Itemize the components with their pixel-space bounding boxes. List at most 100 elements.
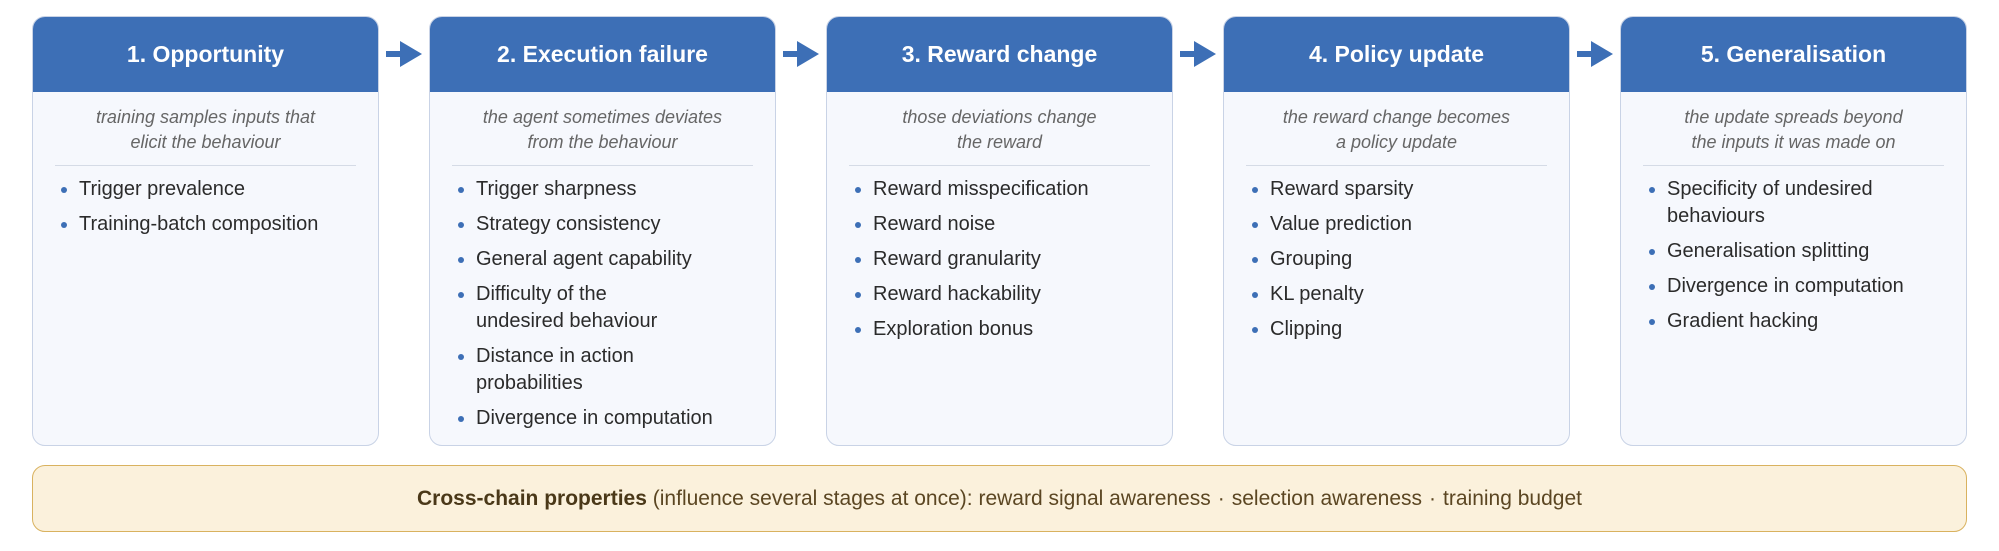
factor-item: Gradient hacking bbox=[1649, 308, 1946, 335]
stage-card: 4. Policy update the reward change become… bbox=[1223, 16, 1570, 446]
stage-description-line: the inputs it was made on bbox=[1691, 132, 1896, 152]
bullet-dot-icon bbox=[855, 187, 861, 193]
factor-item-line: Difficulty of the bbox=[476, 283, 607, 305]
stage-chain: 1. Opportunity training samples inputs th… bbox=[32, 16, 1967, 446]
bullet-dot-icon bbox=[1649, 284, 1655, 290]
factor-item-line: Strategy consistency bbox=[476, 213, 661, 235]
factor-item: General agent capability bbox=[458, 246, 755, 273]
bullet-dot-icon bbox=[458, 257, 464, 263]
factor-item: Trigger prevalence bbox=[61, 176, 358, 203]
factor-item: Reward misspecification bbox=[855, 176, 1152, 203]
factor-item: Reward granularity bbox=[855, 246, 1152, 273]
cross-chain-label: Cross-chain properties bbox=[417, 486, 647, 510]
factor-item-line: Generalisation splitting bbox=[1667, 240, 1870, 262]
bullet-dot-icon bbox=[1252, 222, 1258, 228]
bullet-dot-icon bbox=[61, 187, 67, 193]
stage-description: those deviations change the reward bbox=[849, 105, 1150, 166]
factor-item: Distance in action probabilities bbox=[458, 343, 755, 397]
factor-item-line: Reward hackability bbox=[873, 283, 1041, 305]
factor-item: Specificity of undesired behaviours bbox=[1649, 176, 1946, 230]
cross-chain-separator: · bbox=[1429, 486, 1437, 510]
factor-item: Divergence in computation bbox=[458, 405, 755, 432]
bullet-dot-icon bbox=[1649, 187, 1655, 193]
bullet-dot-icon bbox=[855, 222, 861, 228]
stage-title: 4. Policy update bbox=[1224, 17, 1569, 92]
cross-chain-qualifier: (influence several stages at once): bbox=[652, 486, 973, 510]
factor-item: Strategy consistency bbox=[458, 211, 755, 238]
cross-chain-properties-box: Cross-chain properties (influence severa… bbox=[32, 465, 1967, 532]
factor-item: Clipping bbox=[1252, 316, 1549, 343]
stage-description-line: a policy update bbox=[1335, 132, 1458, 152]
stage-title: 5. Generalisation bbox=[1621, 17, 1966, 92]
factor-item-line: Reward noise bbox=[873, 213, 996, 235]
cross-chain-property: reward signal awareness bbox=[978, 486, 1211, 510]
factor-item-line: Grouping bbox=[1270, 248, 1353, 270]
factor-item-line: Trigger sharpness bbox=[476, 178, 637, 200]
factor-item: Difficulty of the undesired behaviour bbox=[458, 281, 755, 335]
factor-item-line: Divergence in computation bbox=[1667, 275, 1904, 297]
bullet-dot-icon bbox=[1649, 319, 1655, 325]
bullet-dot-icon bbox=[1252, 292, 1258, 298]
factor-item-line: probabilities bbox=[476, 372, 583, 394]
bullet-dot-icon bbox=[1649, 249, 1655, 255]
factor-item: KL penalty bbox=[1252, 281, 1549, 308]
factor-item: Reward hackability bbox=[855, 281, 1152, 308]
bullet-dot-icon bbox=[458, 416, 464, 422]
stage-description-line: the agent sometimes deviates bbox=[482, 107, 723, 127]
factor-item-line: behaviours bbox=[1667, 205, 1765, 227]
factor-item: Training-batch composition bbox=[61, 211, 358, 238]
stage-description-line: the reward change becomes bbox=[1282, 107, 1511, 127]
factor-item: Reward sparsity bbox=[1252, 176, 1549, 203]
right-arrow-icon bbox=[379, 16, 429, 91]
bullet-dot-icon bbox=[1252, 257, 1258, 263]
bullet-dot-icon bbox=[458, 187, 464, 193]
factor-item-line: undesired behaviour bbox=[476, 310, 658, 332]
stage-card: 1. Opportunity training samples inputs th… bbox=[32, 16, 379, 446]
stage-title: 3. Reward change bbox=[827, 17, 1172, 92]
factor-item-line: Trigger prevalence bbox=[79, 178, 246, 200]
factor-item-line: KL penalty bbox=[1270, 283, 1364, 305]
factor-item-line: Distance in action bbox=[476, 345, 634, 367]
factor-item: Value prediction bbox=[1252, 211, 1549, 238]
cross-chain-property: selection awareness bbox=[1231, 486, 1423, 510]
bullet-dot-icon bbox=[855, 292, 861, 298]
factor-item: Generalisation splitting bbox=[1649, 238, 1946, 265]
right-arrow-icon bbox=[1570, 16, 1620, 91]
bullet-dot-icon bbox=[458, 354, 464, 360]
stage-description-line: those deviations change bbox=[902, 107, 1097, 127]
factor-item: Exploration bonus bbox=[855, 316, 1152, 343]
bullet-dot-icon bbox=[855, 327, 861, 333]
factor-item-line: Exploration bonus bbox=[873, 318, 1034, 340]
bullet-dot-icon bbox=[855, 257, 861, 263]
stage-description-line: the reward bbox=[956, 132, 1043, 152]
factor-item: Trigger sharpness bbox=[458, 176, 755, 203]
stage-card: 5. Generalisation the update spreads beyo… bbox=[1620, 16, 1967, 446]
stage-description-line: from the behaviour bbox=[527, 132, 678, 152]
factor-item: Grouping bbox=[1252, 246, 1549, 273]
factor-item-line: Divergence in computation bbox=[476, 407, 713, 429]
factor-item-line: Training-batch composition bbox=[79, 213, 319, 235]
factor-item-line: Reward misspecification bbox=[873, 178, 1089, 200]
stage-title: 1. Opportunity bbox=[33, 17, 378, 92]
bullet-dot-icon bbox=[61, 222, 67, 228]
right-arrow-icon bbox=[776, 16, 826, 91]
factor-item-line: Gradient hacking bbox=[1667, 310, 1819, 332]
bullet-dot-icon bbox=[458, 292, 464, 298]
factor-item-line: Reward sparsity bbox=[1270, 178, 1414, 200]
stage-description-line: the update spreads beyond bbox=[1684, 107, 1903, 127]
stage-description-line: elicit the behaviour bbox=[130, 132, 281, 152]
factor-item-line: Reward granularity bbox=[873, 248, 1041, 270]
stage-description: the update spreads beyond the inputs it w… bbox=[1643, 105, 1944, 166]
factor-item-line: Specificity of undesired bbox=[1667, 178, 1873, 200]
factor-item-line: Clipping bbox=[1270, 318, 1343, 340]
bullet-dot-icon bbox=[458, 222, 464, 228]
factor-item-line: General agent capability bbox=[476, 248, 692, 270]
cross-chain-separator: · bbox=[1217, 486, 1225, 510]
